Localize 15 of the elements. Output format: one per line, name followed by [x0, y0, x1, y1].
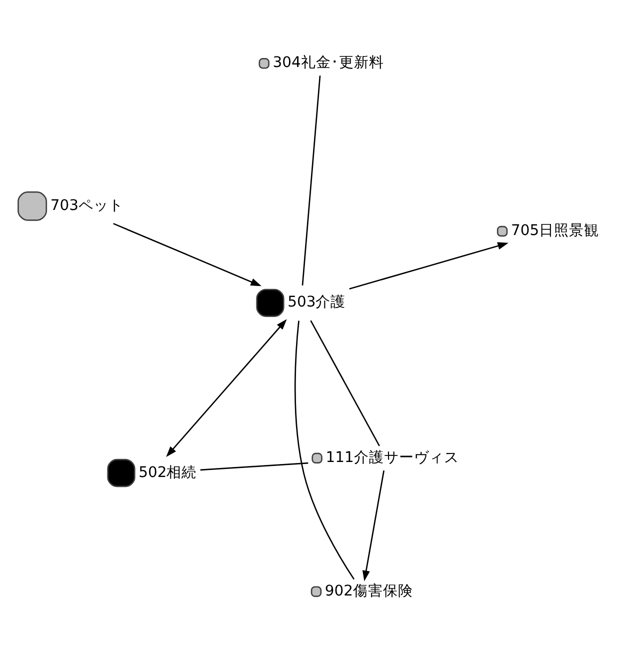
arrow [349, 242, 508, 290]
connector [310, 320, 380, 446]
arrow [113, 222, 262, 286]
connector [200, 462, 308, 470]
arrow [166, 318, 287, 456]
node-label: 502相続 [138, 463, 197, 480]
node-label: 111介護サーヴィス [326, 448, 459, 466]
arrow [362, 470, 385, 581]
node-label: 503介護 [288, 293, 346, 310]
node-label: 703ペット [50, 196, 124, 214]
node-label: 902傷害保険 [324, 582, 414, 599]
connector [294, 320, 355, 580]
node-label: 705日照景観 [511, 222, 600, 239]
node-label: 304礼金･更新料 [272, 54, 384, 71]
connector [302, 75, 321, 285]
